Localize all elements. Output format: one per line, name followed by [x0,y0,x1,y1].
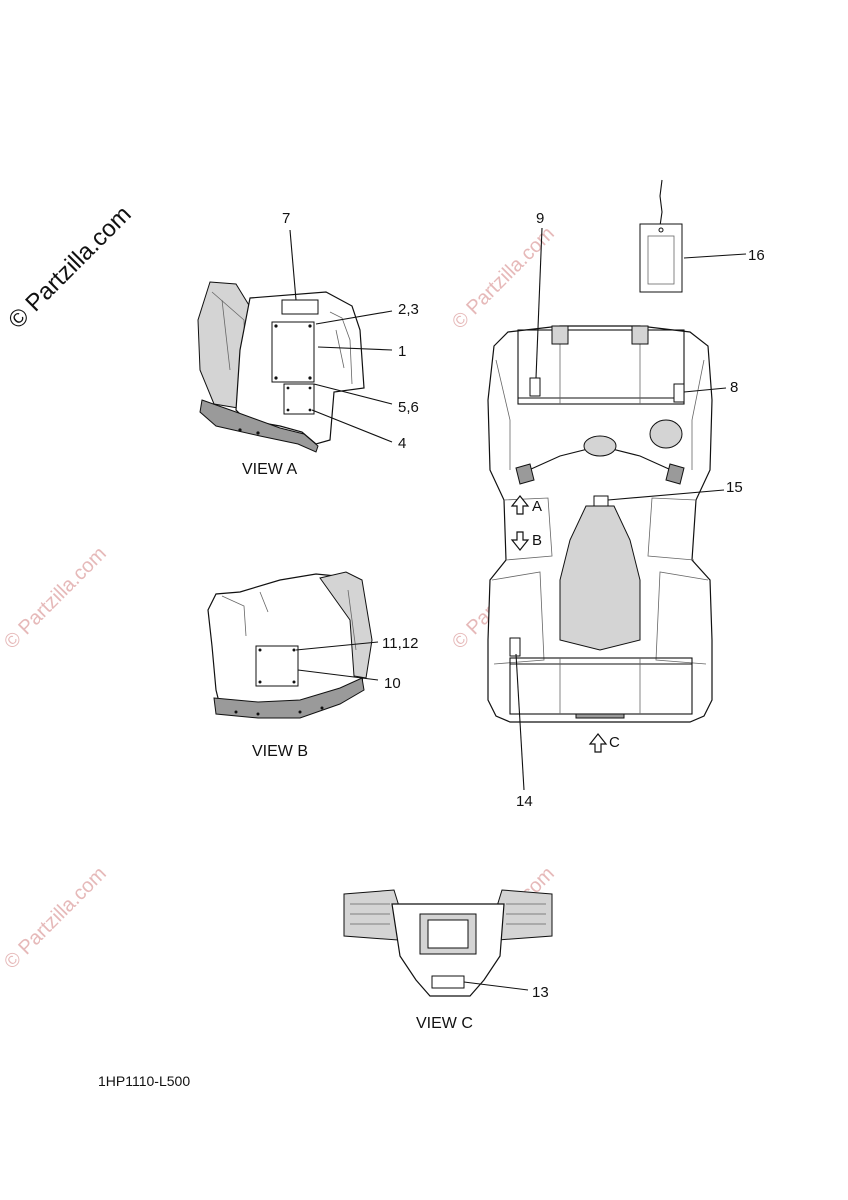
callout-11-12: 11,12 [382,635,418,652]
watermark-main: © Partzilla.com [3,201,136,334]
callout-9: 9 [536,210,544,227]
view-a-drawing [197,281,365,453]
arrow-a-label: A [532,498,542,515]
watermark-repeat: © Partzilla.com [448,223,559,334]
callout-8: 8 [730,379,738,396]
drawing-code: 1HP1110-L500 [98,1073,190,1089]
atv-top-view [487,325,713,723]
callout-4: 4 [398,435,406,452]
callout-7: 7 [282,210,290,227]
arrow-b-icon [510,531,530,551]
arrow-b-label: B [532,532,542,549]
watermark-repeat: © Partzilla.com [0,543,111,654]
hang-tag-drawing [639,179,683,293]
top-view-leaders [515,227,747,791]
callout-16: 16 [748,247,765,264]
view-a-label: VIEW A [242,461,297,478]
callout-1: 1 [398,343,406,360]
view-c-label: VIEW C [416,1015,473,1032]
callout-13: 13 [532,984,549,1001]
view-a-leaders [289,229,393,443]
callout-14: 14 [516,793,533,810]
callout-15: 15 [726,479,743,496]
view-b-leaders [295,641,379,681]
watermark-repeat: © Partzilla.com [0,863,111,974]
view-c-leader [463,981,529,991]
arrow-c-label: C [609,734,620,751]
arrow-a-icon [510,495,530,515]
view-b-drawing [207,571,373,719]
view-c-drawing [343,889,553,997]
callout-5-6: 5,6 [398,399,419,416]
callout-10: 10 [384,675,401,692]
view-b-label: VIEW B [252,743,308,760]
callout-2-3: 2,3 [398,301,419,318]
arrow-c-icon [588,733,608,753]
